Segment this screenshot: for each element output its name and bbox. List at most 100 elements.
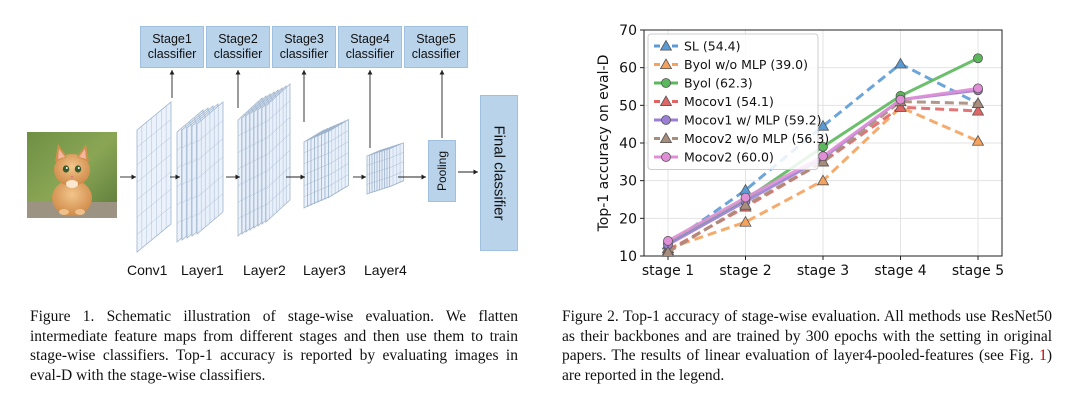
legend-label: Mocov1 (54.1) [684, 94, 774, 109]
series-line [667, 100, 979, 254]
y-axis-label: Top-1 accuracy on eval-D [596, 55, 612, 233]
legend-item: Mocov2 (60.0) [654, 150, 774, 165]
y-tick-label: 40 [619, 136, 637, 152]
stage-box-title: Stage5 [416, 32, 456, 46]
legend-marker [659, 132, 673, 144]
y-tick-label: 20 [619, 211, 637, 227]
layer-label-layer4: Layer4 [364, 262, 407, 278]
series-line [667, 62, 979, 246]
y-tick-label: 50 [619, 98, 637, 114]
final-classifier-label: Final classifier [490, 125, 508, 221]
flow-arrow [301, 70, 307, 122]
legend-item: Mocov1 (54.1) [654, 94, 774, 109]
legend-label: Mocov1 w/ MLP (59.2) [684, 113, 822, 128]
data-point [816, 174, 830, 186]
y-tick-label: 70 [619, 23, 637, 39]
data-point [816, 119, 830, 131]
flow-arrow [439, 70, 445, 138]
caption-text-end: ) are reported in the legend. [562, 347, 1052, 384]
y-tick-label: 10 [619, 249, 637, 265]
data-point [739, 215, 752, 227]
data-point [740, 192, 751, 203]
feature-map-diagram [120, 70, 478, 253]
flow-arrows [120, 70, 478, 180]
caption-prefix: Figure 2. [562, 308, 619, 325]
flow-arrow [169, 70, 175, 98]
stage1-classifier-box: Stage1 classifier [140, 26, 204, 68]
feature-map-plane [265, 83, 291, 223]
x-tick-label: stage 3 [797, 263, 849, 279]
flow-arrow [458, 169, 478, 175]
data-point [818, 151, 828, 162]
series-6 [663, 83, 983, 246]
legend-marker [659, 95, 673, 107]
final-classifier-box: Final classifier [480, 95, 518, 251]
flow-arrow [286, 174, 305, 180]
figure-2-chart: 10 20 30 40 50 60 70 stage 1 stage 2 stage 3 stage… [590, 22, 1030, 292]
stage-box-subtitle: classifier [345, 47, 395, 61]
data-point [895, 94, 906, 105]
stage2-classifier-box: Stage2 classifier [206, 26, 270, 68]
feature-map-plane [389, 142, 404, 188]
legend-label: SL (54.4) [684, 39, 740, 54]
figure-1-schematic: Stage1 classifier Stage2 classifier Stag… [0, 0, 540, 300]
pooling-box: Pooling [428, 140, 456, 202]
feature-map-plane [328, 118, 349, 199]
layer-label-conv1: Conv1 [127, 262, 168, 278]
feature-map-plane [136, 101, 172, 253]
x-tick-label: stage 5 [952, 263, 1004, 279]
flow-arrow [235, 70, 241, 108]
chart-legend: SL (54.4) Byol w/o MLP (39.0) Byol (62.3) M… [647, 33, 829, 170]
legend-marker [659, 39, 673, 51]
figure-1-caption: Figure 1. Schematic illustration of stag… [30, 307, 518, 385]
y-tick-label: 30 [619, 174, 637, 190]
legend-marker [659, 58, 673, 70]
layer-label-layer2: Layer2 [243, 262, 286, 278]
legend-item: SL (54.4) [654, 39, 740, 54]
flow-arrow [226, 174, 240, 180]
stage4-classifier-box: Stage4 classifier [338, 26, 402, 68]
legend-item: Byol (62.3) [654, 76, 753, 91]
data-point [971, 134, 985, 146]
data-point [894, 57, 907, 69]
stage-box-subtitle: classifier [279, 47, 329, 61]
stage-box-subtitle: classifier [147, 47, 197, 61]
legend-item: Mocov1 w/ MLP (59.2) [654, 113, 822, 128]
legend-label: Byol w/o MLP (39.0) [684, 57, 808, 72]
flow-arrow [120, 174, 136, 180]
caption-text: Schematic illustration of stage-wise eva… [30, 308, 518, 384]
figure-reference-link[interactable]: 1 [1039, 347, 1047, 364]
data-point [816, 155, 830, 167]
stage-box-title: Stage1 [152, 32, 192, 46]
figure-2-caption: Figure 2. Top-1 accuracy of stage-wise e… [562, 307, 1052, 385]
data-point [971, 97, 985, 108]
flow-arrow [170, 174, 180, 180]
legend-item: Byol w/o MLP (39.0) [654, 57, 808, 72]
y-tick-label: 60 [619, 61, 637, 77]
legend-marker [661, 115, 671, 125]
data-point [971, 104, 985, 116]
kitten-image [27, 132, 117, 218]
flow-arrow [367, 70, 373, 148]
data-point [894, 100, 907, 112]
legend-label: Mocov2 (60.0) [684, 150, 774, 165]
stage-box-title: Stage3 [284, 32, 324, 46]
stage-box-subtitle: classifier [213, 47, 263, 61]
stage-box-title: Stage4 [350, 32, 390, 46]
data-point [739, 198, 752, 210]
legend-marker [661, 152, 671, 162]
x-tick-label: stage 2 [719, 263, 771, 279]
legend-label: Mocov2 w/o MLP (56.3) [684, 131, 829, 146]
legend-item: Mocov2 w/o MLP (56.3) [654, 131, 829, 146]
data-point [973, 83, 983, 94]
legend-marker [661, 78, 671, 88]
stage-box-subtitle: classifier [411, 47, 461, 61]
x-tick-label: stage 1 [642, 263, 694, 279]
caption-text: Top-1 accuracy of stage-wise evaluation.… [562, 308, 1053, 364]
data-point [663, 236, 673, 246]
flow-arrow [353, 174, 366, 180]
legend-frame [647, 33, 819, 170]
stage5-classifier-box: Stage5 classifier [404, 26, 468, 68]
feature-map-plane [196, 101, 224, 235]
legend-label: Byol (62.3) [684, 76, 753, 91]
